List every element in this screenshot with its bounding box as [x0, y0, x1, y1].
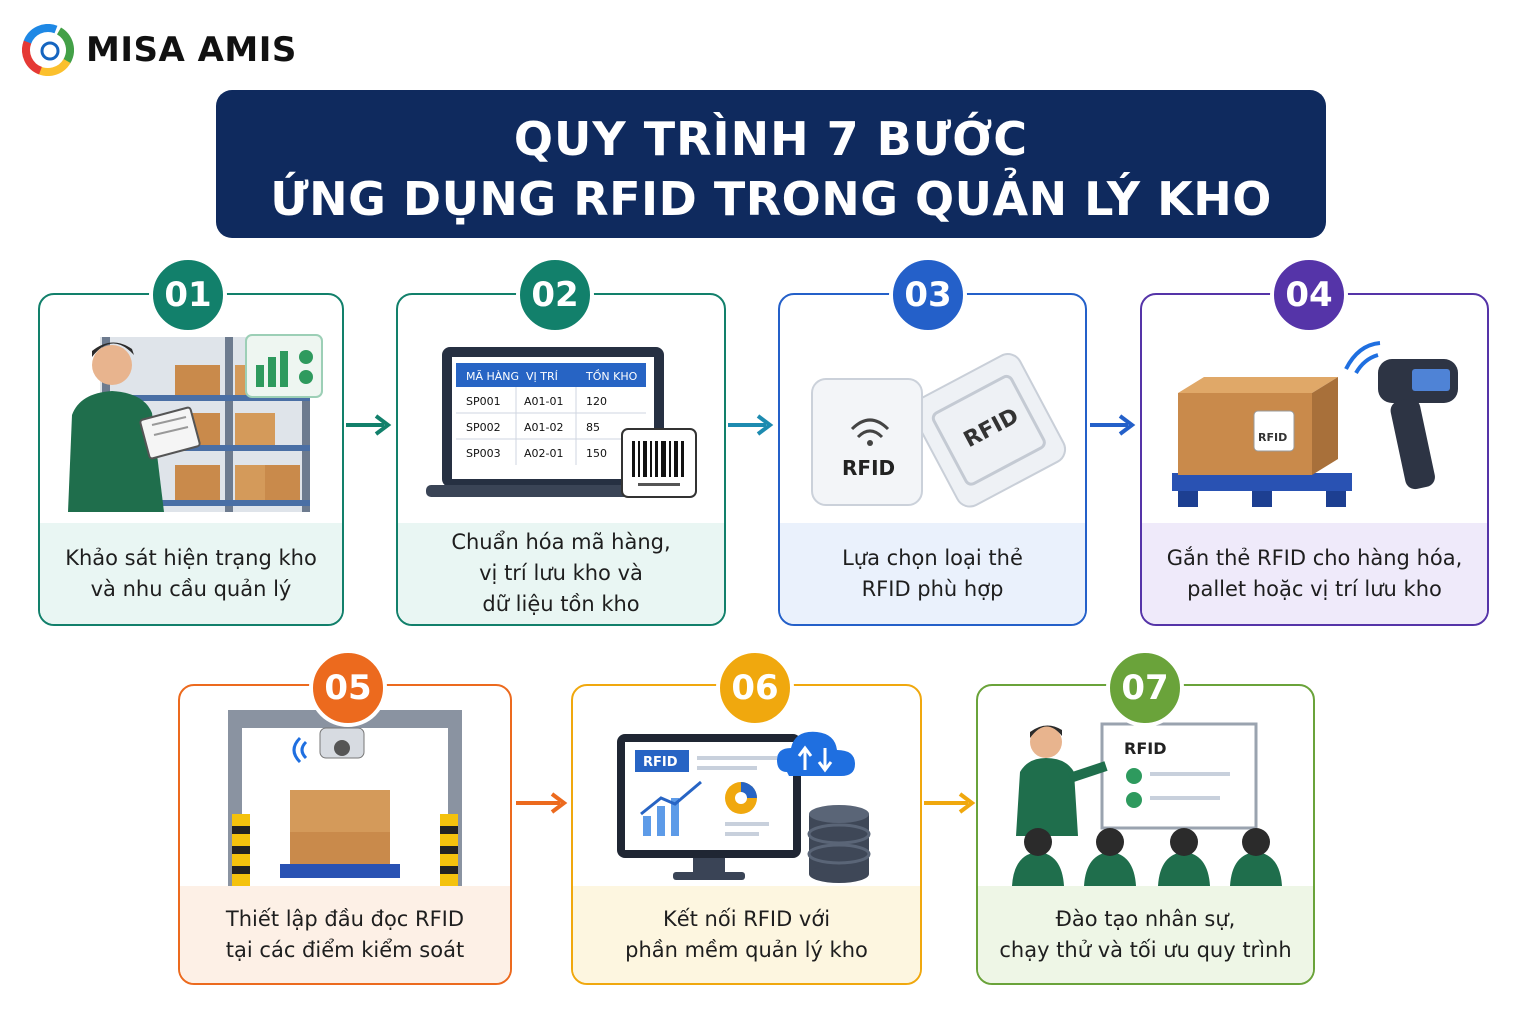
brand-name: MISA AMIS [86, 30, 297, 70]
caption-line: tại các điểm kiểm soát [225, 937, 465, 962]
step-caption: Khảo sát hiện trạng kho và nhu cầu quản … [40, 523, 342, 624]
caption-line: Đào tạo nhân sự, [1055, 906, 1236, 931]
laptop-data-illustration: MÃ HÀNG VỊ TRÍ TỒN KHO SP001 A01-01 120 … [426, 347, 697, 498]
step-card-01: Khảo sát hiện trạng kho và nhu cầu quản … [38, 293, 344, 626]
table-cell: A02-01 [524, 447, 564, 460]
step-badge-01: 01 [149, 256, 227, 334]
arrow-right-icon [1090, 414, 1136, 436]
title-line-1: QUY TRÌNH 7 BƯỚC [513, 112, 1029, 166]
software-integration-illustration: RFID [617, 731, 871, 883]
staff-training-illustration: RFID [1012, 722, 1282, 886]
step-badge-05: 05 [309, 649, 387, 727]
step-card-07: RFID Đào tạo nhân sự, chạy thử và tối ưu… [976, 684, 1315, 985]
step-caption: Kết nối RFID với phần mềm quản lý kho [573, 886, 920, 983]
tagged-pallet-illustration: RFID [1172, 341, 1458, 507]
step-card-02: MÃ HÀNG VỊ TRÍ TỒN KHO SP001 A01-01 120 … [396, 293, 726, 626]
title-banner: QUY TRÌNH 7 BƯỚC ỨNG DỤNG RFID TRONG QUẢ… [216, 90, 1326, 238]
table-cell: SP002 [466, 421, 501, 434]
step-caption: Lựa chọn loại thẻ RFID phù hợp [780, 523, 1085, 624]
step-badge-07: 07 [1106, 649, 1184, 727]
step-badge-02: 02 [516, 256, 594, 334]
step-card-03: RFID RFID Lựa chọn loại thẻ RFID phù hợp [778, 293, 1087, 626]
table-cell: SP001 [466, 395, 501, 408]
step-badge-04: 04 [1270, 256, 1348, 334]
step-badge-06: 06 [716, 649, 794, 727]
database-icon [807, 805, 871, 883]
arrow-right-icon [728, 414, 774, 436]
caption-line: Lựa chọn loại thẻ [842, 545, 1023, 570]
step-caption: Đào tạo nhân sự, chạy thử và tối ưu quy … [978, 886, 1313, 983]
board-title: RFID [1124, 739, 1166, 758]
table-header: TỒN KHO [585, 369, 638, 383]
cloud-sync-icon [777, 731, 855, 776]
step-card-06: RFID Kết nối RFID với phần mềm quản lý k… [571, 684, 922, 985]
caption-line: phần mềm quản lý kho [625, 937, 868, 962]
rfid-gate-reader-illustration [228, 710, 462, 886]
brand-logo: MISA AMIS [22, 24, 297, 76]
caption-line: pallet hoặc vị trí lưu kho [1187, 576, 1442, 601]
caption-line: Gắn thẻ RFID cho hàng hóa, [1166, 545, 1463, 570]
rfid-reader-icon [292, 727, 365, 764]
table-cell: A01-02 [524, 421, 564, 434]
caption-line: vị trí lưu kho và [479, 561, 643, 585]
step-card-05: Thiết lập đầu đọc RFID tại các điểm kiểm… [178, 684, 512, 985]
table-cell: A01-01 [524, 395, 564, 408]
step-card-04: RFID Gắn thẻ RFID cho hàng hóa, pallet h… [1140, 293, 1489, 626]
caption-line: RFID phù hợp [861, 576, 1004, 601]
caption-line: chạy thử và tối ưu quy trình [999, 937, 1292, 962]
table-cell: SP003 [466, 447, 501, 460]
caption-line: Khảo sát hiện trạng kho [65, 545, 317, 570]
caption-line: và nhu cầu quản lý [90, 576, 292, 601]
step-badge-03: 03 [889, 256, 967, 334]
wifi-signal-icon [850, 418, 890, 446]
rfid-card-label: RFID [842, 456, 895, 480]
arrow-right-icon [346, 414, 392, 436]
warehouse-survey-illustration [68, 334, 323, 512]
title-line-2: ỨNG DỤNG RFID TRONG QUẢN LÝ KHO [270, 172, 1272, 226]
caption-line: dữ liệu tồn kho [482, 592, 640, 616]
caption-line: Thiết lập đầu đọc RFID [225, 906, 465, 931]
monitor-rfid-label: RFID [643, 755, 678, 770]
misa-logo-icon [22, 24, 74, 76]
table-header: VỊ TRÍ [526, 370, 558, 383]
caption-line: Kết nối RFID với [662, 906, 831, 931]
barcode-icon [621, 428, 697, 498]
step-caption: Gắn thẻ RFID cho hàng hóa, pallet hoặc v… [1142, 523, 1487, 624]
table-header: MÃ HÀNG [466, 370, 519, 383]
caption-line: Chuẩn hóa mã hàng, [451, 530, 671, 554]
table-cell: 150 [586, 447, 607, 460]
rfid-tags-illustration: RFID RFID [811, 353, 1067, 508]
step-caption: Thiết lập đầu đọc RFID tại các điểm kiểm… [180, 886, 510, 983]
arrow-right-icon [516, 792, 568, 814]
rfid-scanner-icon [1344, 341, 1458, 490]
arrow-right-icon [924, 792, 976, 814]
table-cell: 85 [586, 421, 600, 434]
step-caption: Chuẩn hóa mã hàng, vị trí lưu kho và dữ … [398, 523, 724, 624]
box-tag-label: RFID [1258, 431, 1287, 444]
table-cell: 120 [586, 395, 607, 408]
